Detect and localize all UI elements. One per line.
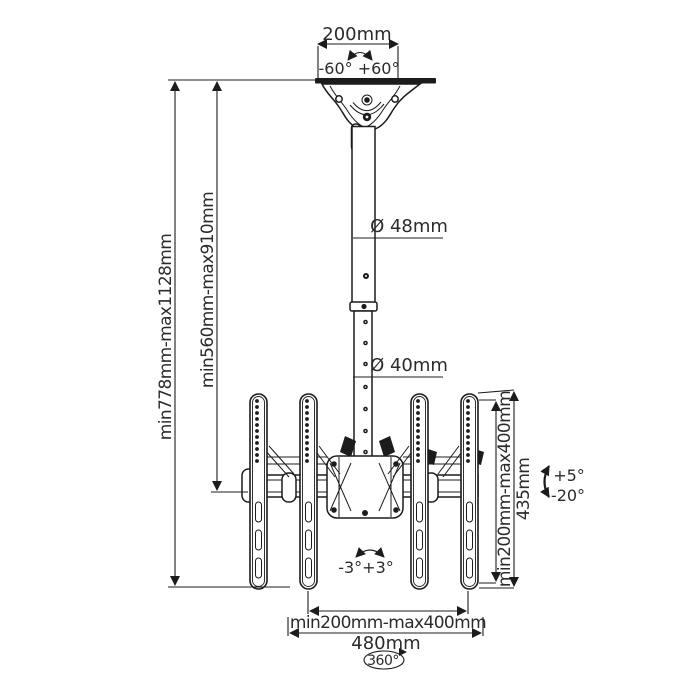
- swivel-range-annotation: -60° +60°: [319, 49, 400, 78]
- bracket-height-label: 435mm: [514, 458, 534, 521]
- vesa-rail-2: [299, 393, 318, 590]
- pole-height-label: min560mm-max910mm: [198, 192, 218, 388]
- dimension-crossbar-width: 480mm: [287, 617, 484, 654]
- rotation-arrowhead: [399, 648, 407, 656]
- dimension-plate-width: 200mm: [317, 24, 399, 78]
- lower-diameter-label: Ø 40mm: [370, 355, 448, 376]
- mount-drawing: [241, 78, 484, 590]
- dimension-vesa-height: min200mm-max400mm: [479, 391, 515, 587]
- vesa-width-label: min200mm-max400mm: [290, 613, 486, 633]
- tilt-down-label: -20°: [551, 486, 585, 505]
- vesa-rail-4: [460, 393, 479, 590]
- plate-hole-right: [391, 95, 399, 103]
- dimension-pole-height: min560mm-max910mm: [198, 81, 248, 493]
- plate-width-label: 200mm: [322, 24, 391, 45]
- vesa-height-label: min200mm-max400mm: [495, 391, 515, 587]
- tilt-up-label: +5°: [553, 466, 585, 485]
- dimension-vesa-width: min200mm-max400mm: [290, 591, 487, 633]
- upper-diameter-label: Ø 48mm: [370, 216, 448, 237]
- vesa-rail-1: [249, 393, 268, 590]
- dimension-annotations: 200mm -60° +60° min778mm-max1128mm min56…: [156, 24, 585, 670]
- dimension-lower-diameter: Ø 40mm: [353, 355, 448, 378]
- dimension-upper-diameter: Ø 48mm: [353, 216, 448, 239]
- swivel-pivot-bolt: [364, 97, 370, 103]
- crossbar-width-label: 480mm: [351, 633, 420, 654]
- overall-height-label: min778mm-max1128mm: [156, 234, 176, 440]
- rotation-label: 360°: [367, 653, 399, 669]
- swivel-range-label: -60° +60°: [319, 59, 400, 78]
- level-range-annotation: -3°+3°: [338, 547, 394, 577]
- tilt-range-annotation: +5° -20°: [540, 465, 585, 505]
- pole-height-adjust-holes: [363, 319, 368, 455]
- pole-hub-clamp: [326, 436, 404, 519]
- dimension-bracket-height: 435mm: [477, 389, 534, 589]
- plate-hole-left: [335, 95, 343, 103]
- vesa-rail-3: [410, 393, 429, 590]
- mount-pole: [349, 125, 378, 459]
- dimension-overall-height: min778mm-max1128mm: [156, 79, 315, 588]
- pole-lower-tube: [353, 310, 373, 459]
- crossbar-spacer-left: [281, 472, 297, 503]
- level-range-label: -3°+3°: [338, 558, 394, 577]
- rotation-annotation: 360°: [363, 648, 407, 670]
